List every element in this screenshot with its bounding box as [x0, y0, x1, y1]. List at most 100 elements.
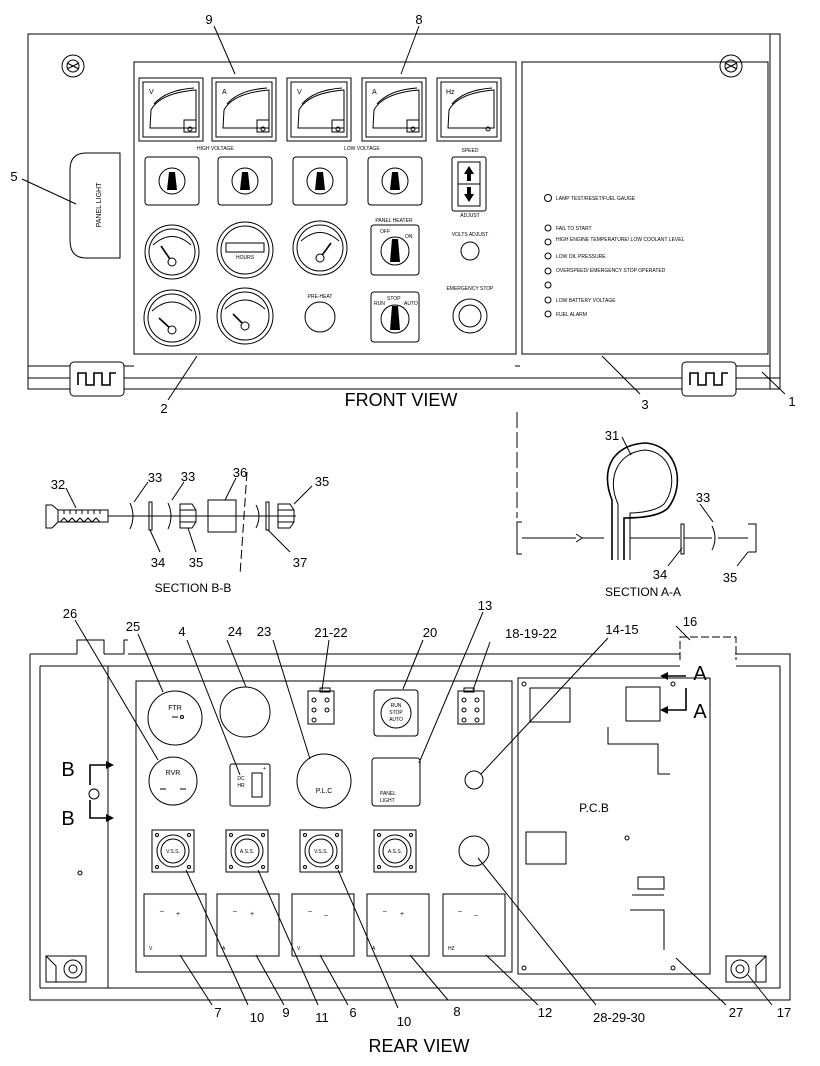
callout-label: 34 [653, 567, 667, 582]
section-a-marker: A A [660, 663, 707, 723]
callout-label: 28-29-30 [593, 1010, 645, 1025]
lv-label: LOW VOLTAGE [344, 146, 380, 152]
meter-letter: HZ [448, 946, 455, 952]
callout-label: 26 [63, 606, 77, 621]
hinge-tab-icon [679, 636, 737, 660]
panel-heater-label: PANEL HEATER [375, 218, 413, 224]
ass-label: A.S.S. [240, 849, 254, 855]
section-aa: 31 33 34 35 SECTION A-A [516, 412, 757, 599]
hole-icon [88, 788, 100, 800]
run-stop-auto-label: AUTO [389, 717, 403, 723]
panel-heater-switch-icon: PANEL HEATER OFF ON [370, 218, 420, 276]
pcb-board: P.C.B [517, 677, 711, 975]
section-mark-a: A [693, 663, 707, 685]
rvr-relay-icon: RVR [148, 756, 198, 806]
meter-back-icon: _+ A [216, 893, 280, 957]
callout-label: 4 [178, 624, 185, 639]
mounting-lug-icon [725, 955, 767, 983]
svg-text:+: + [176, 911, 180, 918]
selector-switch-icon [144, 156, 200, 206]
gauge-row-1: HOURS PANEL HEATER OFF ON VOLTS ADJUST [144, 218, 488, 280]
section-mark-b: B [61, 808, 74, 830]
section-mark-b: B [61, 759, 74, 781]
ass-switch-icon: A.S.S. [373, 829, 417, 873]
svg-text:+: + [250, 911, 254, 918]
meter-letter: A [222, 946, 226, 952]
screw-icon [719, 54, 743, 78]
meter-back-icon: __ V [291, 893, 355, 957]
blank-plug-icon [219, 686, 271, 738]
meter-letter: V [297, 946, 301, 952]
run-stop-auto-switch-icon: RUN STOP AUTO [373, 689, 419, 737]
svg-text:_: _ [473, 909, 478, 916]
mounting-lug-icon [45, 955, 87, 983]
callout-label: 14-15 [605, 622, 638, 637]
meter-letter: Hz [446, 89, 455, 96]
callout-label: 8 [453, 1004, 460, 1019]
panel-light-label: LIGHT [380, 798, 395, 804]
meter-letter: A [372, 946, 376, 952]
callout-label: 25 [126, 619, 140, 634]
hour-meter-icon: HOURS [216, 221, 274, 279]
callout-label: 10 [250, 1010, 264, 1025]
indicator-label: OVERSPEED/ EMERGENCY STOP OPERATED [556, 268, 666, 274]
run-stop-position: STOP [387, 296, 401, 302]
callout-label: 32 [51, 477, 65, 492]
frequency-meter-icon: Hz [436, 77, 502, 142]
rear-top-callouts: 26 25 4 24 23 21-22 20 13 18-19-22 14-15… [63, 598, 697, 776]
temperature-gauge-icon [144, 224, 200, 280]
preheat-button-icon: PRE-HEAT [304, 294, 336, 333]
rivet-icon [77, 870, 83, 876]
callout-label: 16 [683, 614, 697, 629]
front-callouts: 9 8 5 2 3 1 [10, 12, 795, 416]
meter-letter: A [372, 89, 377, 96]
switch-position-off: OFF [380, 229, 390, 235]
run-stop-position: AUTO [404, 301, 418, 307]
meter-letter: V [149, 946, 153, 952]
volts-adjust-icon: VOLTS ADJUST [452, 232, 488, 261]
tachometer-icon [216, 287, 274, 345]
front-instrument-panel [133, 61, 517, 355]
ftr-relay-icon: FTR [147, 690, 203, 746]
callout-label: 1 [788, 394, 795, 409]
svg-text:_: _ [323, 909, 328, 916]
run-stop-auto-label: RUN [391, 703, 402, 709]
section-aa-title: SECTION A-A [605, 585, 681, 599]
section-bb-title: SECTION B-B [155, 581, 232, 595]
panel-light-icon: PANEL LIGHT [371, 757, 421, 807]
callout-label: 31 [605, 428, 619, 443]
voltmeter-hv-icon: V [138, 77, 204, 142]
callout-label: 36 [233, 465, 247, 480]
callout-label: 7 [214, 1005, 221, 1020]
svg-text:+: + [263, 766, 266, 772]
selector-switch-icon [217, 156, 273, 206]
panel-light-tab: PANEL LIGHT [69, 152, 121, 259]
indicator-label: FAIL TO START [556, 226, 592, 232]
callout-label: 35 [723, 570, 737, 585]
emergency-stop-label: EMERGENCY STOP [446, 286, 494, 292]
ass-label: A.S.S. [388, 849, 402, 855]
run-stop-position: RUN [374, 301, 385, 307]
preheat-label: PRE-HEAT [308, 294, 333, 300]
callout-label: 27 [729, 1005, 743, 1020]
terminal-block-icon [457, 687, 485, 725]
fuel-gauge-icon [292, 220, 348, 276]
voltmeter-lv-icon: V [286, 77, 352, 142]
callout-label: 9 [282, 1005, 289, 1020]
callout-label: 8 [415, 12, 422, 27]
indicator-label: LAMP TEST/RESET/FUEL GAUGE [556, 196, 636, 202]
speed-label: SPEED [462, 148, 479, 154]
meter-row: V A V A [138, 77, 502, 152]
volts-adjust-pot-icon [464, 770, 484, 790]
plc-label: P.L.C [316, 788, 333, 795]
run-stop-switch-icon: STOP RUN AUTO [370, 291, 420, 343]
speed-adjust-label: ADJUST [460, 213, 479, 219]
callout-label: 10 [397, 1014, 411, 1029]
callout-label: 17 [777, 1005, 791, 1020]
indicator-label: HIGH ENGINE TEMPERATURE/ LOW COOLANT LEV… [556, 237, 685, 243]
callout-label: 5 [10, 169, 17, 184]
meter-back-icon: __ HZ [442, 893, 506, 957]
callout-label: 35 [315, 474, 329, 489]
ammeter-hv-icon: A [211, 77, 277, 142]
